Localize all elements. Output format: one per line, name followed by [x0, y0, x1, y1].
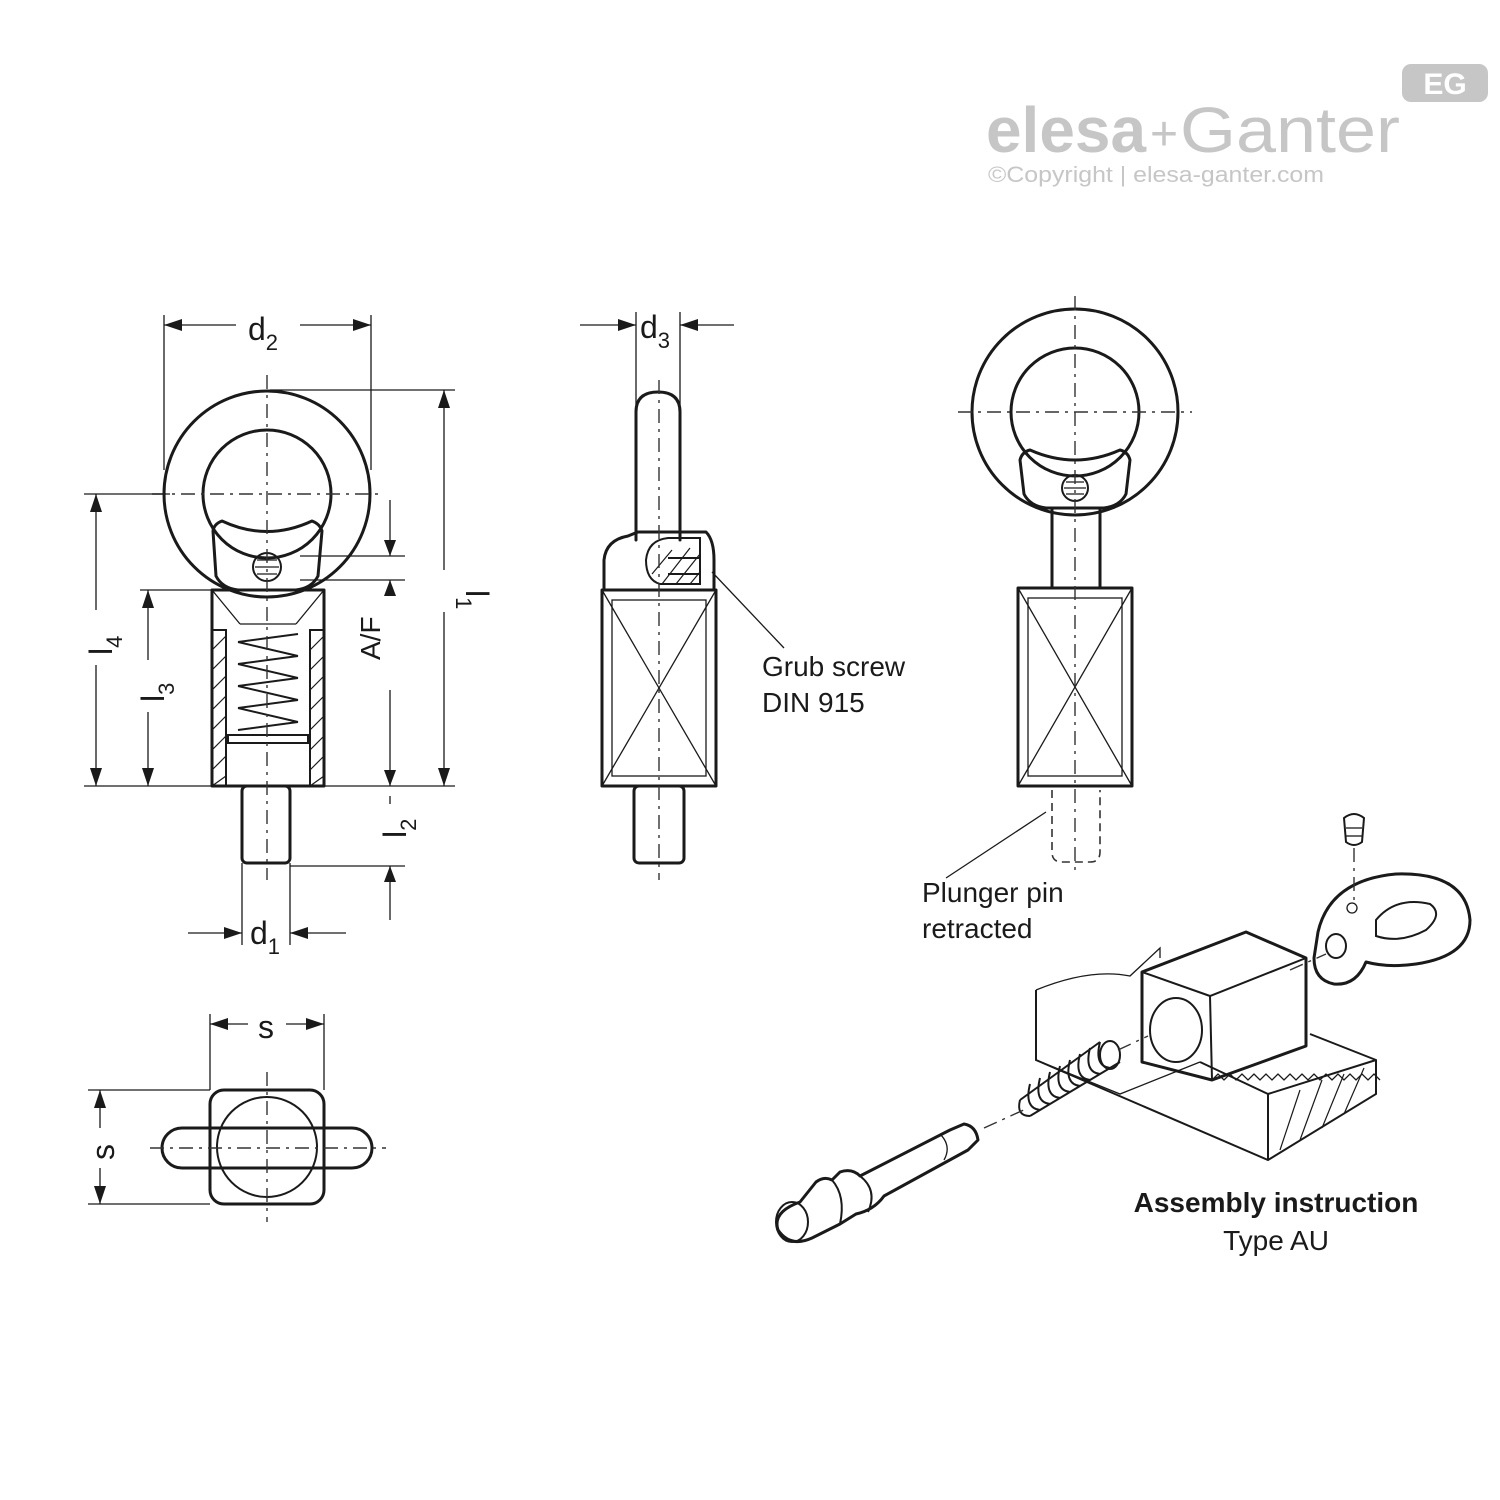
- plunger-state: retracted: [922, 913, 1033, 944]
- dim-s-vertical: s: [85, 1144, 121, 1160]
- grub-screw-standard: DIN 915: [762, 687, 865, 718]
- dim-l1: l1: [451, 590, 495, 609]
- dim-l3: l3: [135, 683, 179, 702]
- front-view: d2 l1 A/F l4 l3 l2: [83, 311, 495, 959]
- assembly-view: Assembly instruction Type AU: [775, 813, 1472, 1256]
- dim-l4: l4: [83, 636, 127, 655]
- retracted-view: Plunger pin retracted: [922, 296, 1192, 944]
- side-view: d3 Grub screw DIN 915: [580, 309, 906, 880]
- assembly-title: Assembly instruction: [1134, 1187, 1419, 1218]
- dim-af: A/F: [355, 616, 386, 660]
- brand-elesa: elesa: [986, 94, 1146, 166]
- brand-logo: EG elesa + Ganter ©Copyright | elesa-gan…: [986, 64, 1488, 187]
- dim-d3: d3: [640, 309, 670, 353]
- copyright-text: ©Copyright | elesa-ganter.com: [988, 162, 1324, 187]
- brand-plus: +: [1150, 108, 1178, 161]
- top-view: s s: [85, 1009, 386, 1222]
- dim-d1: d1: [250, 915, 280, 959]
- plunger-label: Plunger pin: [922, 877, 1064, 908]
- grub-screw-label: Grub screw: [762, 651, 906, 682]
- eg-badge-icon: [1402, 64, 1488, 102]
- dim-s-horizontal: s: [258, 1009, 274, 1045]
- dim-d2: d2: [248, 311, 278, 355]
- eg-badge-text: EG: [1423, 68, 1466, 101]
- brand-ganter: Ganter: [1180, 94, 1400, 166]
- dim-l2: l2: [377, 819, 421, 838]
- assembly-type: Type AU: [1223, 1225, 1329, 1256]
